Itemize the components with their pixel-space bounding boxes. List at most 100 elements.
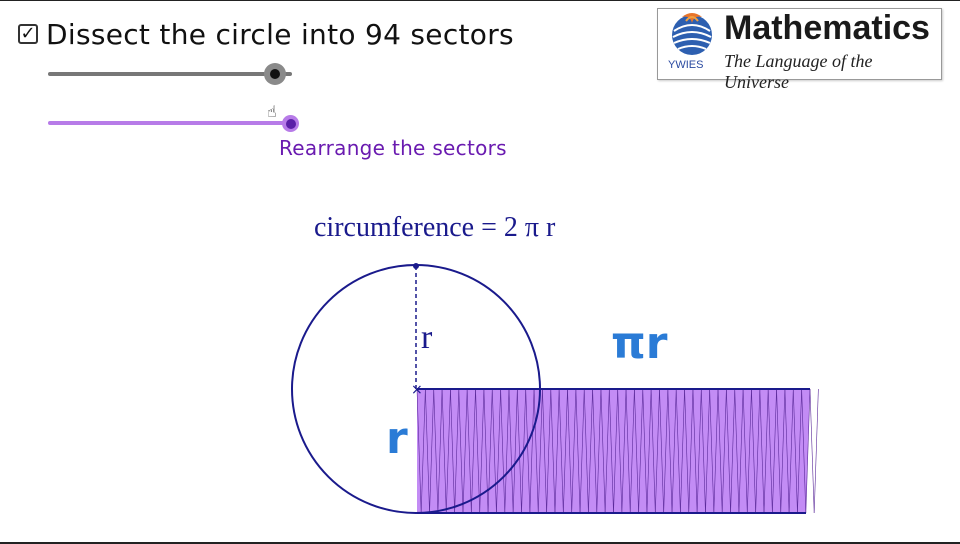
sector-edge bbox=[450, 388, 455, 514]
sector-edge bbox=[642, 388, 648, 514]
dissect-checkbox-row[interactable]: ✓ Dissect the circle into 94 sectors bbox=[18, 16, 514, 52]
sector-count-slider-track[interactable] bbox=[48, 72, 292, 76]
sector-edge bbox=[721, 388, 727, 514]
sector-edge bbox=[504, 388, 510, 514]
sector-edge bbox=[692, 388, 698, 514]
sector-edge bbox=[813, 388, 819, 514]
top-point bbox=[413, 263, 419, 269]
sector-edge bbox=[726, 388, 731, 514]
sector-edge bbox=[592, 388, 598, 514]
dissect-checkbox[interactable]: ✓ bbox=[18, 24, 38, 44]
sector-edge bbox=[613, 388, 618, 514]
sector-edge bbox=[684, 388, 690, 514]
sector-edge bbox=[508, 388, 514, 514]
sector-edge bbox=[537, 388, 543, 514]
sector-edge bbox=[751, 388, 756, 514]
sector-edge bbox=[742, 388, 748, 514]
sector-edge bbox=[588, 388, 593, 514]
hand-pointer-icon: ☝ bbox=[267, 102, 277, 121]
sector-edge bbox=[579, 388, 585, 514]
sector-edge bbox=[780, 388, 786, 514]
sector-edge bbox=[797, 388, 802, 514]
sector-edge bbox=[784, 388, 790, 514]
sector-edge bbox=[466, 388, 472, 514]
sector-edge bbox=[525, 388, 531, 514]
sector-edge bbox=[487, 388, 493, 514]
sector-edge bbox=[471, 388, 476, 514]
sector-edge bbox=[696, 388, 702, 514]
sector-edge bbox=[763, 388, 769, 514]
sector-edge bbox=[496, 388, 501, 514]
knob-center-dot bbox=[270, 69, 280, 79]
sector-edge bbox=[634, 388, 639, 514]
sector-edge bbox=[420, 388, 426, 514]
sector-edge bbox=[437, 388, 443, 514]
sector-edge bbox=[675, 388, 681, 514]
sector-edge bbox=[629, 388, 635, 514]
sector-edge bbox=[546, 388, 552, 514]
sector-edge bbox=[583, 388, 589, 514]
sector-edge bbox=[416, 388, 422, 514]
sector-edge bbox=[776, 388, 782, 514]
rearrange-slider-track[interactable] bbox=[48, 121, 292, 125]
sector-edge bbox=[558, 388, 564, 514]
sector-edge bbox=[462, 388, 468, 514]
sector-edge bbox=[617, 388, 623, 514]
rearrange-slider-label: Rearrange the sectors bbox=[279, 136, 507, 160]
sector-edge bbox=[533, 388, 539, 514]
sector-edge bbox=[425, 388, 430, 514]
sector-edge bbox=[759, 388, 765, 514]
sector-edge bbox=[600, 388, 606, 514]
sector-edge bbox=[433, 388, 439, 514]
sector-edge bbox=[563, 388, 568, 514]
sector-edge bbox=[700, 388, 706, 514]
sector-edge bbox=[550, 388, 556, 514]
sector-edge bbox=[734, 388, 740, 514]
sector-edge bbox=[655, 388, 660, 514]
sector-edge bbox=[809, 388, 815, 514]
sector-edge bbox=[671, 388, 677, 514]
sector-edge bbox=[625, 388, 631, 514]
sector-edge bbox=[788, 388, 794, 514]
knob-center-dot bbox=[285, 118, 296, 129]
sector-edge bbox=[659, 388, 664, 514]
sector-count-slider-knob[interactable] bbox=[264, 63, 286, 85]
sector-edge bbox=[709, 388, 715, 514]
sector-edge bbox=[688, 388, 694, 514]
sector-edge bbox=[429, 388, 435, 514]
sector-edge bbox=[738, 388, 744, 514]
sector-edge bbox=[663, 388, 669, 514]
center-marker: × bbox=[411, 382, 423, 398]
sector-edge bbox=[596, 388, 602, 514]
sector-edge bbox=[792, 388, 798, 514]
sector-edge bbox=[730, 388, 736, 514]
sector-edge bbox=[529, 388, 535, 514]
sector-edge bbox=[638, 388, 644, 514]
sector-edge bbox=[542, 388, 547, 514]
rearrange-slider-knob[interactable] bbox=[282, 115, 299, 132]
sector-edge bbox=[746, 388, 752, 514]
sector-edge bbox=[517, 388, 522, 514]
sector-edge bbox=[479, 388, 485, 514]
sector-edge bbox=[667, 388, 673, 514]
logo-org-text: YWIES bbox=[668, 59, 704, 71]
logo-title: Mathematics bbox=[724, 9, 930, 47]
sector-edge bbox=[445, 388, 451, 514]
sector-edge bbox=[755, 388, 761, 514]
sector-strip-fill bbox=[417, 389, 810, 513]
sector-edge bbox=[483, 388, 489, 514]
radius-label: r bbox=[421, 319, 433, 356]
sector-edge bbox=[805, 388, 811, 514]
sector-edge bbox=[650, 388, 656, 514]
logo-box: YWIES Mathematics The Language of the Un… bbox=[657, 8, 942, 92]
sector-edge bbox=[441, 388, 447, 514]
side-r-label: r bbox=[386, 413, 408, 464]
sector-edge bbox=[717, 388, 723, 514]
sector-edge bbox=[767, 388, 773, 514]
globe-logo-icon bbox=[672, 13, 712, 55]
sector-edge bbox=[475, 388, 481, 514]
sector-edge bbox=[713, 388, 719, 514]
sector-edge bbox=[621, 388, 627, 514]
